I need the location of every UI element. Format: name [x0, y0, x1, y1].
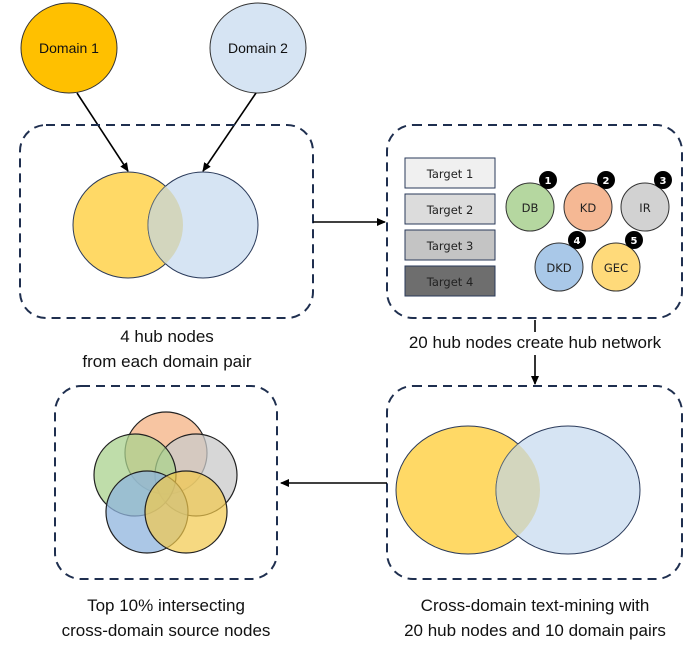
target-box-2: Target 2 [404, 193, 496, 225]
svg-text:2: 2 [603, 176, 610, 187]
svg-text:1: 1 [545, 176, 552, 187]
target-box-3: Target 3 [404, 229, 496, 261]
arrow-domain1-to-venn [76, 92, 129, 172]
hub-node-kd: KD 2 [563, 171, 615, 232]
target-label: Target 2 [426, 203, 474, 217]
target-label: Target 1 [426, 167, 474, 181]
text-mining-caption-line1: Cross-domain text-mining with [421, 596, 650, 615]
text-mining-caption-line2: 20 hub nodes and 10 domain pairs [404, 621, 666, 640]
hub-node-gec: GEC 5 [591, 231, 643, 292]
badge-number-2: 2 [597, 171, 615, 189]
hub-node-dkd: DKD 4 [534, 231, 586, 292]
hub-network-caption: 20 hub nodes create hub network [409, 333, 662, 352]
hub-pair-venn [72, 171, 259, 279]
svg-text:5: 5 [631, 236, 638, 247]
hub-node-label: IR [639, 201, 650, 215]
hub-node-ir: IR 3 [620, 171, 672, 232]
five-way-venn [93, 411, 238, 554]
hub-node-label: KD [580, 201, 597, 215]
badge-number-1: 1 [539, 171, 557, 189]
text-mining-panel [386, 385, 683, 580]
svg-text:4: 4 [574, 236, 581, 247]
badge-number-3: 3 [654, 171, 672, 189]
target-list: Target 1 Target 2 Target 3 Target 4 [404, 157, 496, 297]
hub-pair-caption-line1: 4 hub nodes [120, 327, 214, 346]
badge-number-5: 5 [625, 231, 643, 249]
target-box-4: Target 4 [404, 265, 496, 297]
target-label: Target 4 [426, 275, 474, 289]
domain-2-label: Domain 2 [228, 40, 288, 56]
hub-node-label: GEC [604, 261, 628, 275]
target-label: Target 3 [426, 239, 474, 253]
intersection-caption-line1: Top 10% intersecting [87, 596, 245, 615]
target-box-1: Target 1 [404, 157, 496, 189]
svg-text:3: 3 [660, 176, 667, 187]
venn-circle-gec [144, 470, 228, 554]
domain-2-node: Domain 2 [209, 2, 307, 94]
arrow-domain2-to-venn [202, 92, 257, 172]
hub-network-panel [386, 124, 683, 319]
hub-pair-caption-line2: from each domain pair [82, 352, 251, 371]
hub-node-label: DKD [546, 261, 571, 275]
domain-1-node: Domain 1 [20, 2, 118, 94]
hub-node-label: DB [522, 201, 539, 215]
hub-node-db: DB 1 [505, 171, 557, 232]
domain-1-label: Domain 1 [39, 40, 99, 56]
intersection-caption-line2: cross-domain source nodes [62, 621, 271, 640]
text-mining-venn [395, 425, 641, 555]
badge-number-4: 4 [568, 231, 586, 249]
